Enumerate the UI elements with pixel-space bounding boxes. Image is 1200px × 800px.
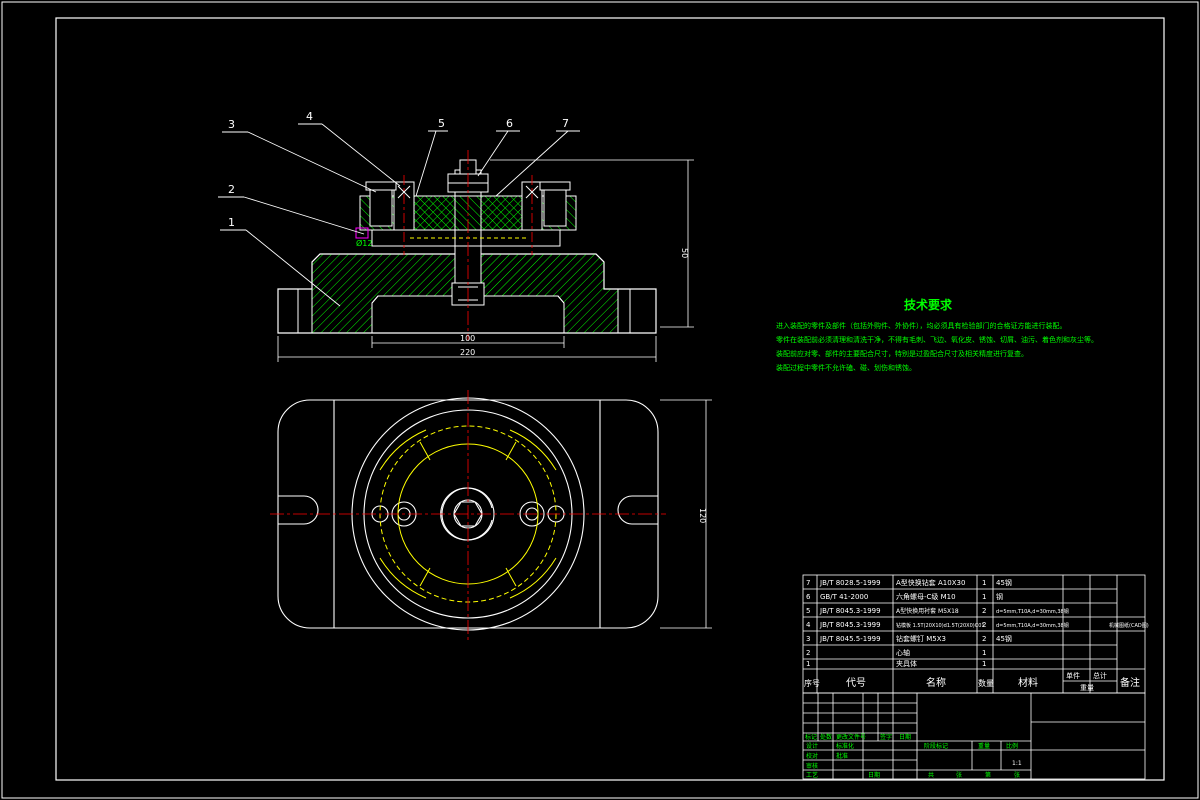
bom-row-name: A型快换用衬套 M5X18 (896, 607, 959, 615)
bom-row-name: 钻套螺钉 M5X3 (896, 634, 946, 643)
leader-lines (218, 123, 580, 307)
role-process: 工艺 (806, 771, 818, 779)
sheet-number: 第 (985, 771, 991, 779)
bom-row-no: 5 (806, 607, 810, 615)
bom-header: 序号 代号 名称 数量 材料 单件 总计 重量 备注 (804, 671, 1140, 692)
rev-date: 日期 (899, 733, 911, 741)
bom-row-code: GB/T 41-2000 (820, 593, 868, 601)
stage-scale: 比例 (1006, 742, 1018, 750)
tech-req-line-4: 装配过程中零件不允许磕、碰、划伤和锈蚀。 (776, 363, 916, 372)
rev-doc: 更改文件号 (836, 733, 866, 741)
bom-header-material: 材料 (1018, 676, 1038, 689)
bom-header-note: 备注 (1120, 676, 1140, 689)
tech-req-line-2: 零件在装配前必须清理和清洗干净，不得有毛刺、飞边、氧化皮、锈蚀、切屑、油污、着色… (776, 335, 1098, 344)
dim-inner-width: 100 (460, 334, 475, 343)
tech-req-line-1: 进入装配的零件及部件（包括外购件、外协件），均必须具有检验部门的合格证方能进行装… (776, 321, 1067, 330)
balloon-3: 3 (228, 118, 235, 131)
balloon-6: 6 (506, 117, 513, 130)
tech-requirements: 技术要求 进入装配的零件及部件（包括外购件、外协件），均必须具有检验部门的合格证… (776, 297, 1098, 372)
dim-height: 50 (680, 248, 689, 258)
workpiece-ring (371, 229, 561, 247)
bom-row-qty: 1 (982, 660, 986, 668)
bom-row-note: 机械图纸(CAD图) (1109, 622, 1149, 629)
tech-req-title: 技术要求 (904, 297, 953, 312)
bom-row-material: d=5mm,T10A,d=30mm,38钢 (996, 608, 1069, 615)
title-block (802, 692, 1146, 780)
sheet-total-unit: 张 (956, 771, 962, 779)
bom-row-qty: 1 (982, 579, 986, 587)
plan-dimensions (660, 399, 712, 629)
front-dimensions (277, 159, 694, 362)
plan-centerlines (270, 390, 666, 640)
role-review: 审核 (806, 762, 818, 770)
dim-overall-width: 220 (460, 348, 475, 357)
bom-row-qty: 2 (982, 635, 986, 643)
bom-row-code: JB/T 8028.5-1999 (819, 579, 881, 587)
rev-count: 处数 (820, 733, 832, 741)
front-section-view: Ø12 (277, 150, 657, 340)
bom-row-code: JB/T 8045.3-1999 (819, 621, 881, 629)
fixture-body-hatch-left (311, 253, 456, 334)
bom-row-no: 1 (806, 660, 810, 668)
bom-rows: 7 JB/T 8028.5-1999 A型快换钻套 A10X30 1 45钢 6… (806, 578, 1149, 668)
role-approve: 批准 (836, 752, 848, 760)
bom-row-material: 45钢 (996, 578, 1012, 587)
bom-row-material: 45钢 (996, 634, 1012, 643)
bom-row-name: 六角螺母-C级 M10 (896, 592, 956, 601)
bom-header-no: 序号 (804, 678, 820, 688)
balloon-7: 7 (562, 117, 569, 130)
bom-row-name: 钻模板 1.5T(20X10)d1.5T(20X0)C01 (896, 622, 985, 629)
bom-row-material: d=5mm,T10A,d=30mm,38钢 (996, 622, 1069, 629)
dim-plan-height: 120 (698, 508, 707, 523)
bom-row-qty: 2 (982, 607, 986, 615)
bom-header-name: 名称 (926, 676, 946, 689)
stage-mark: 阶段标记 (924, 742, 948, 750)
bom-row-material: 钢 (996, 592, 1003, 601)
balloon-5: 5 (438, 117, 445, 130)
title-block-labels: 标记 处数 更改文件号 签字 日期 设计 校对 审核 工艺 标准化 批准 阶段标… (805, 733, 1022, 779)
bom-header-code: 代号 (846, 677, 866, 689)
tech-req-line-3: 装配前应对零、部件的主要配合尺寸，特别是过盈配合尺寸及相关精度进行复查。 (776, 349, 1028, 358)
bom-header-unit-weight: 单件 (1066, 671, 1080, 680)
bom-row-no: 2 (806, 649, 810, 657)
bom-row-no: 6 (806, 593, 811, 601)
bom-row-name: 心轴 (896, 648, 910, 657)
bom-row-code: JB/T 8045.5-1999 (819, 635, 881, 643)
rev-sign: 签字 (880, 733, 892, 741)
fit-label: Ø12 (356, 238, 372, 248)
balloon-4: 4 (306, 110, 313, 123)
sheet-total: 共 (928, 771, 934, 779)
rev-mark: 标记 (805, 733, 817, 741)
balloon-2: 2 (228, 183, 235, 196)
date-label: 日期 (868, 771, 880, 779)
bom-table (802, 574, 1146, 694)
bom-row-no: 4 (806, 621, 811, 629)
bom-header-qty: 数量 (978, 678, 994, 688)
bom-row-qty: 2 (982, 621, 986, 629)
role-standard: 标准化 (836, 742, 854, 750)
scale-value: 1:1 (1012, 760, 1022, 767)
bom-row-qty: 1 (982, 593, 986, 601)
bom-row-no: 7 (806, 579, 810, 587)
bom-row-name: A型快换钻套 A10X30 (896, 578, 965, 587)
fixture-body-hatch-right (480, 253, 619, 334)
bom-row-qty: 1 (982, 649, 986, 657)
bom-row-name: 夹具体 (896, 659, 917, 668)
role-design: 设计 (806, 742, 818, 750)
bom-row-no: 3 (806, 635, 810, 643)
role-check: 校对 (806, 752, 818, 760)
bom-header-weight: 重量 (1080, 684, 1094, 692)
stage-weight: 重量 (978, 742, 990, 750)
bom-header-total-weight: 总计 (1093, 671, 1107, 680)
sheet-number-unit: 张 (1014, 771, 1020, 779)
balloon-labels: 1 2 3 4 5 6 7 (228, 110, 569, 229)
bom-row-code: JB/T 8045.3-1999 (819, 607, 881, 615)
balloon-1: 1 (228, 216, 235, 229)
